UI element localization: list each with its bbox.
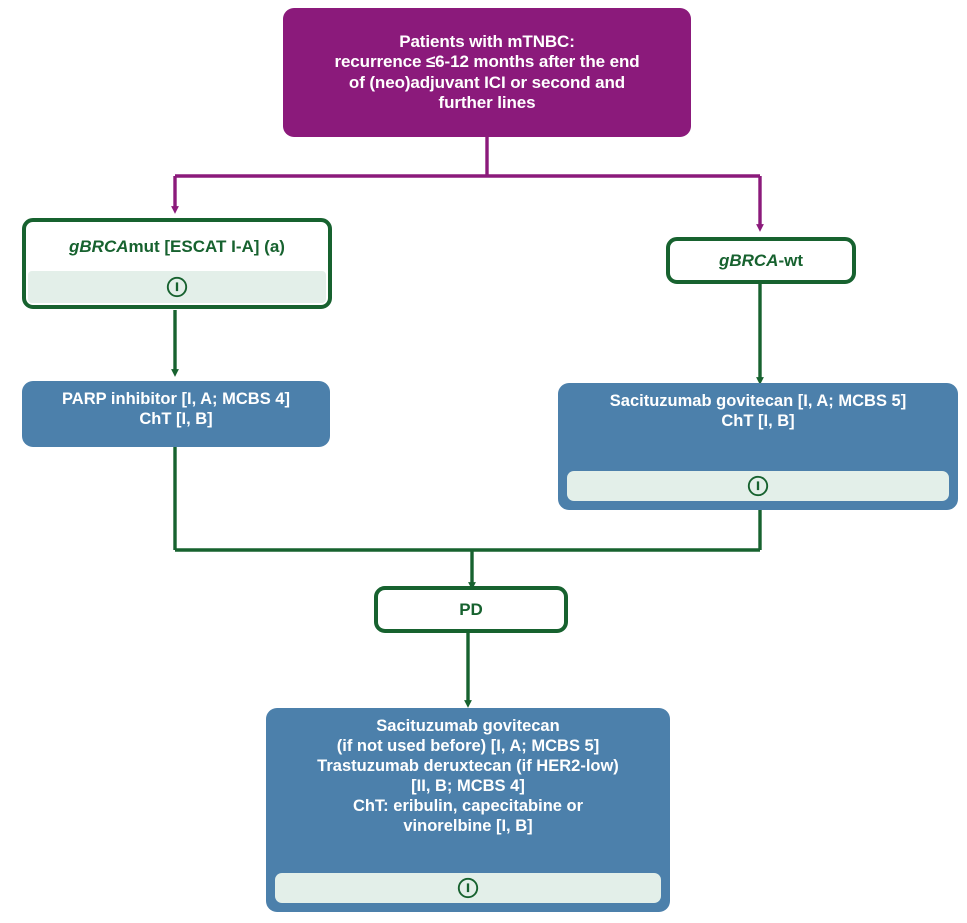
node-parp-inhibitor[interactable]: PARP inhibitor [I, A; MCBS 4] ChT [I, B] — [22, 381, 330, 447]
node-body: PARP inhibitor [I, A; MCBS 4] ChT [I, B] — [22, 381, 330, 447]
info-strip[interactable] — [28, 271, 326, 303]
node-label: gBRCA-wt — [680, 251, 842, 271]
node-gbrca-wt[interactable]: gBRCA-wt — [666, 237, 856, 284]
node-label-rest: -wt — [778, 251, 804, 271]
node-body: PD — [378, 590, 564, 629]
node-label: Sacituzumab govitecan (if not used befor… — [317, 717, 619, 835]
info-icon — [166, 276, 188, 298]
info-icon — [457, 877, 479, 899]
node-pd[interactable]: PD — [374, 586, 568, 633]
node-sacituzumab-govitecan[interactable]: Sacituzumab govitecan [I, A; MCBS 5] ChT… — [558, 383, 958, 510]
node-label: PD — [459, 600, 483, 620]
node-patients-mtnbc[interactable]: Patients with mTNBC: recurrence ≤6-12 mo… — [283, 8, 691, 137]
node-label-rest: mut [ESCAT I-A] (a) — [128, 237, 285, 257]
node-body: gBRCAmut [ESCAT I-A] (a) — [26, 222, 328, 271]
node-label: PARP inhibitor [I, A; MCBS 4] ChT [I, B] — [62, 390, 290, 428]
node-label: gBRCAmut [ESCAT I-A] (a) — [36, 237, 318, 257]
info-strip[interactable] — [275, 873, 661, 903]
gene-name: gBRCA — [718, 251, 779, 271]
info-icon — [747, 475, 769, 497]
node-label: Patients with mTNBC: recurrence ≤6-12 mo… — [334, 32, 640, 112]
gene-name: gBRCA — [69, 237, 129, 257]
node-later-lines[interactable]: Sacituzumab govitecan (if not used befor… — [266, 708, 670, 912]
node-body: Sacituzumab govitecan (if not used befor… — [266, 708, 670, 873]
node-body: gBRCA-wt — [670, 241, 852, 280]
edge-root-split — [171, 137, 764, 232]
node-gbrca-mut[interactable]: gBRCAmut [ESCAT I-A] (a) — [22, 218, 332, 309]
info-strip[interactable] — [567, 471, 949, 501]
node-label: Sacituzumab govitecan [I, A; MCBS 5] ChT… — [609, 392, 907, 430]
node-body: Patients with mTNBC: recurrence ≤6-12 mo… — [283, 8, 691, 137]
node-body: Sacituzumab govitecan [I, A; MCBS 5] ChT… — [558, 383, 958, 471]
